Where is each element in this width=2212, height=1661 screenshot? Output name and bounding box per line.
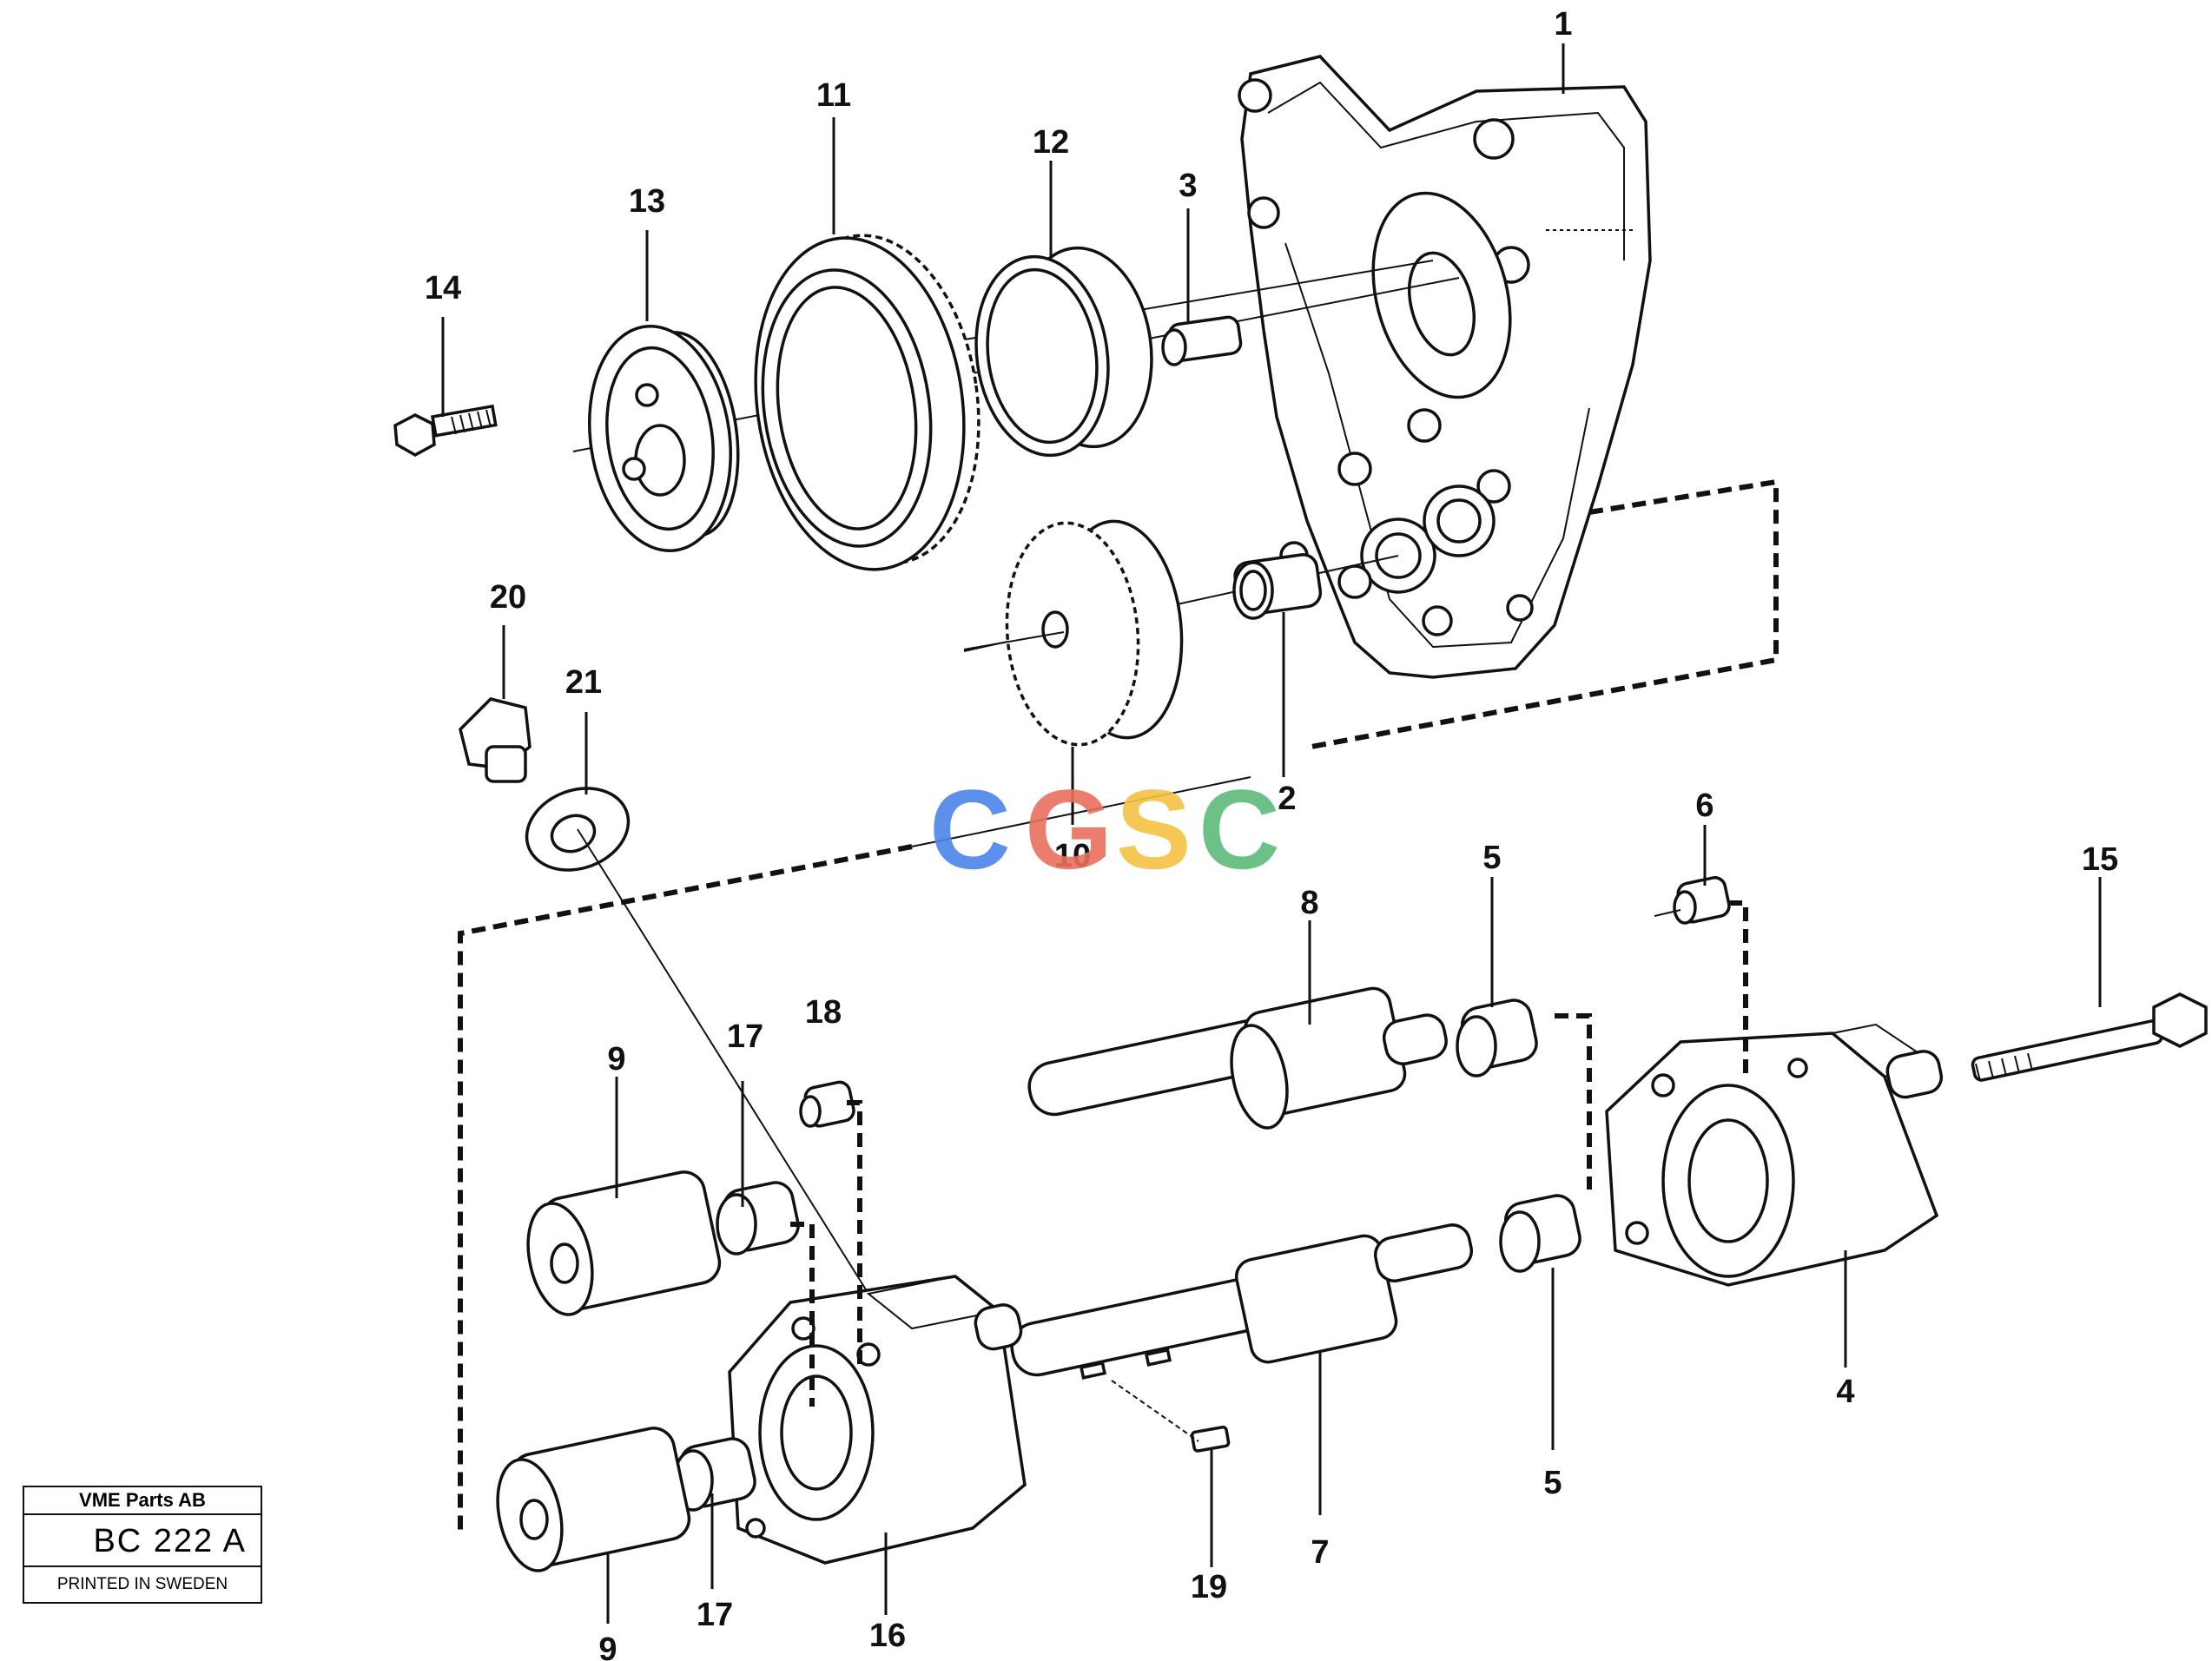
pump-housing-16 (728, 1275, 1027, 1565)
bolt-14 (393, 404, 498, 458)
bushing-17-upper (716, 1181, 800, 1256)
callout-19: 19 (1191, 1569, 1227, 1605)
callout-9-upper: 9 (607, 1041, 625, 1078)
dashed-link-17 (790, 1222, 815, 1407)
callout-21: 21 (565, 664, 602, 701)
bushing-5-lower (1499, 1194, 1581, 1273)
hub-13 (587, 325, 740, 552)
bushing-5-upper (1456, 999, 1538, 1078)
callout-9-lower: 9 (598, 1631, 617, 1661)
watermark-letter-s: S (1116, 766, 1192, 893)
company-name: VME Parts AB (24, 1487, 261, 1515)
callout-1: 1 (1554, 6, 1572, 43)
dashed-link-mid (1555, 1013, 1592, 1190)
callout-15: 15 (2082, 841, 2118, 878)
washer-axis (577, 828, 869, 1295)
dashed-link-upper (1311, 478, 1779, 749)
callout-numbers: 1 2 3 4 5 5 6 7 8 9 9 10 11 12 13 14 15 … (425, 6, 2118, 1661)
dashed-link-18 (847, 1100, 862, 1372)
pin-6 (1654, 876, 1731, 925)
callout-3: 3 (1179, 168, 1197, 204)
callout-18: 18 (805, 994, 842, 1031)
shaft-gear-7 (1010, 1223, 1474, 1380)
watermark-letter-c2: C (1198, 766, 1280, 893)
callout-5-lower: 5 (1543, 1465, 1562, 1501)
callout-13: 13 (629, 183, 665, 220)
large-gear-11 (754, 234, 981, 571)
divider-line (911, 776, 1251, 847)
callout-8: 8 (1300, 885, 1318, 921)
title-block: VME Parts AB BC 222 A PRINTED IN SWEDEN (23, 1486, 262, 1604)
pin-18 (799, 1080, 855, 1128)
gear-9-upper (526, 1170, 722, 1316)
callout-2: 2 (1278, 781, 1296, 817)
plug-20 (459, 697, 532, 783)
callout-14: 14 (425, 270, 461, 306)
callout-7: 7 (1311, 1534, 1329, 1571)
drawing-code: BC 222 A (24, 1515, 261, 1567)
watermark-letter-g: G (1025, 766, 1113, 893)
callout-17-upper: 17 (727, 1018, 763, 1055)
callout-20: 20 (490, 579, 526, 616)
callout-17-lower: 17 (697, 1597, 733, 1633)
dashed-link-left (458, 844, 913, 1537)
gear-9-lower (496, 1427, 691, 1572)
long-bolt-15 (1971, 992, 2208, 1082)
small-gear-10 (963, 519, 1184, 747)
pump-housing-4 (1605, 1023, 1944, 1287)
callout-6: 6 (1695, 788, 1713, 824)
printed-note: PRINTED IN SWEDEN (56, 1575, 228, 1593)
sleeve-3 (1161, 315, 1243, 366)
shaft-gear-8 (1027, 986, 1448, 1130)
callout-10: 10 (1054, 838, 1091, 874)
watermark-letter-c: C (929, 766, 1011, 893)
callout-5-upper: 5 (1482, 840, 1501, 876)
dashed-link-right-lower (1728, 900, 1748, 1077)
callout-11: 11 (816, 77, 851, 114)
bushing-2 (1232, 553, 1323, 620)
ring-12 (974, 246, 1153, 458)
callout-12: 12 (1033, 124, 1069, 161)
key-19 (1111, 1380, 1231, 1453)
callout-16: 16 (869, 1618, 906, 1654)
watermark-logo: C G S C (929, 766, 1280, 893)
leader-lines (441, 43, 2102, 1624)
callout-4: 4 (1836, 1374, 1854, 1410)
timing-cover-housing (1238, 55, 1652, 679)
